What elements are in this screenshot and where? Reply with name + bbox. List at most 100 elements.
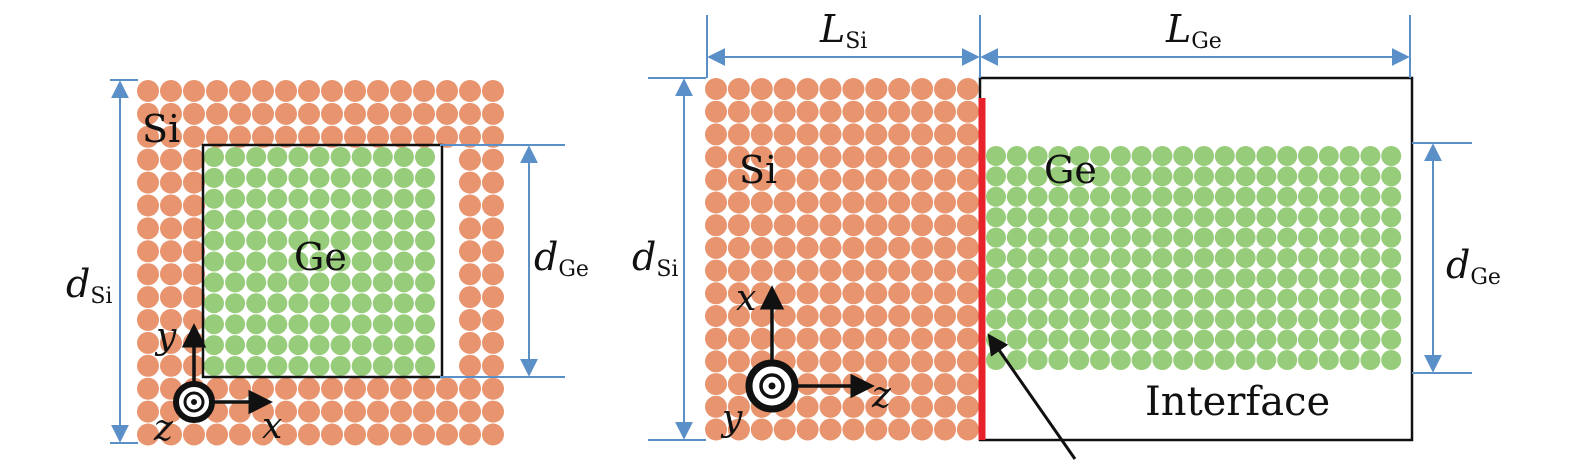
ge-atom [1277,207,1298,228]
si-atom [459,240,481,263]
si-atom [344,423,366,446]
si-atom [956,305,979,327]
ge-atom [309,188,330,209]
si-atom [865,418,888,441]
si-atom [705,350,727,373]
ge-atom [1318,227,1339,248]
si-atom [183,194,205,217]
ge-atom [225,167,246,188]
right-axis-right-label: z [871,375,892,416]
si-atom [321,423,343,446]
ge-atom [246,272,267,293]
si-atom [705,146,727,169]
si-atom [137,263,159,286]
ge-atom [1131,288,1152,309]
ge-atom [225,209,246,230]
ge-atom [1277,166,1298,187]
ge-atom [1048,288,1069,309]
ge-atom [1381,309,1402,330]
si-atom [482,309,504,331]
si-atom [819,395,842,418]
si-atom [750,146,773,169]
ge-atom [415,293,435,314]
ge-atom [1318,329,1339,350]
si-atom [727,305,750,327]
si-atom [298,80,320,102]
si-atom [705,327,727,350]
ge-atom [1152,329,1173,350]
ge-atom [1110,288,1131,309]
si-atom [888,78,911,100]
si-atom [705,123,727,146]
ge-atom [1110,166,1131,187]
si-atom [911,168,934,191]
si-atom [160,240,182,263]
ge-atom [1235,309,1256,330]
ge-atom [309,356,330,376]
si-atom [344,102,366,125]
si-atom [727,418,750,441]
si-atom [137,125,159,148]
si-atom [934,350,956,373]
ge-atom [1235,329,1256,350]
si-atom [865,100,888,123]
si-atom [183,125,205,148]
si-atom [482,217,504,240]
ge-atom [372,209,393,230]
ge-atom [1298,268,1318,289]
si-atom [796,327,819,350]
si-atom [413,423,435,446]
ge-atom [1027,268,1048,289]
si-atom [796,373,819,396]
ge-atom [1339,350,1360,370]
si-atom [137,331,159,354]
si-atom [390,423,412,446]
si-atom [842,123,865,146]
ge-atom [1069,207,1090,228]
si-atom [229,125,251,148]
ge-atom [1152,248,1173,268]
ge-atom [204,314,224,335]
ge-atom [351,272,372,293]
ge-atom [986,227,1006,248]
ge-atom [1048,166,1069,187]
ge-atom [225,293,246,314]
right-axes: x z y [720,278,892,439]
si-atom [137,354,159,377]
ge-atom [1277,186,1298,207]
ge-atom [1048,146,1069,166]
si-atom [137,400,159,423]
ge-atom [1277,268,1298,289]
si-atom [911,191,934,214]
si-atom [459,354,481,377]
si-atom [183,217,205,240]
ge-atom [1069,268,1090,289]
ge-atom [1298,350,1318,370]
si-atom [160,354,182,377]
ge-atom [204,230,224,251]
ge-atom [1360,329,1381,350]
si-atom [705,191,727,214]
ge-atom [1152,288,1173,309]
ge-atom [1318,166,1339,187]
ge-atom [1381,350,1402,370]
si-atom [727,282,750,305]
si-atom [934,146,956,169]
si-atom [705,282,727,305]
si-atom [367,377,389,400]
right-lge-label: LGe [1165,7,1222,54]
si-atom [390,102,412,125]
si-atom [206,102,228,125]
si-atom [436,377,458,400]
ge-atom [372,293,393,314]
ge-atom [1194,248,1214,268]
si-atom [819,191,842,214]
ge-atom [1318,309,1339,330]
ge-atom [1339,186,1360,207]
ge-atom [1152,207,1173,228]
ge-atom [1318,146,1339,166]
si-atom [819,373,842,396]
ge-atom [267,335,288,356]
ge-atom [1069,227,1090,248]
si-atom [750,259,773,282]
